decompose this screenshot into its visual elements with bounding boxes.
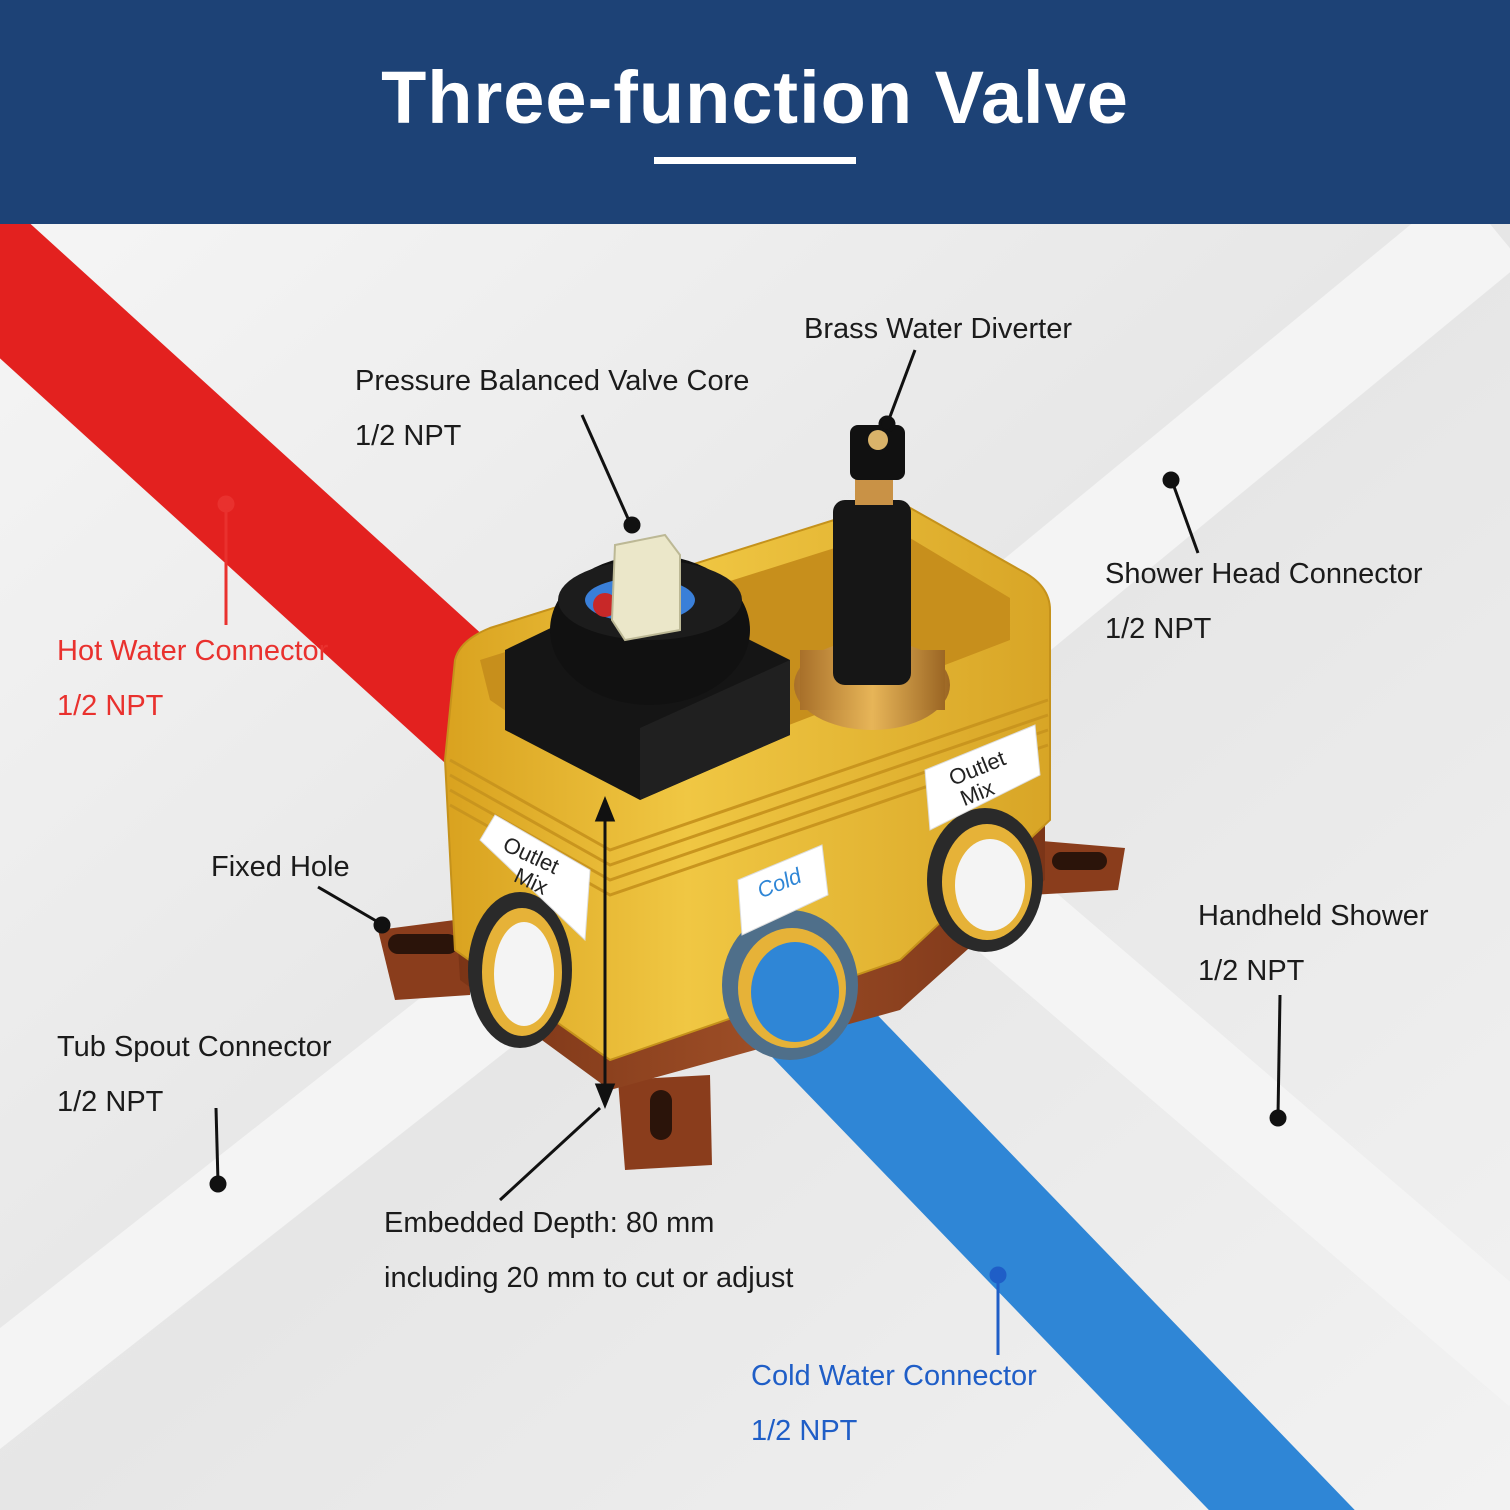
cold-water-pipe bbox=[752, 963, 1355, 1510]
depth-arrow bbox=[594, 795, 616, 1110]
cold-water-label: Cold Water Connector bbox=[751, 1360, 1037, 1392]
outlet-mix-tag-left: Outlet Mix bbox=[479, 814, 591, 942]
leader-depth bbox=[498, 1106, 602, 1202]
title-underline bbox=[654, 157, 856, 164]
port-right bbox=[927, 808, 1043, 952]
depth-label: Embedded Depth: 80 mm bbox=[384, 1207, 715, 1239]
title-banner: Three-function Valve bbox=[0, 0, 1510, 224]
valve-core-label: Pressure Balanced Valve Core bbox=[355, 365, 750, 397]
shower-head-pipe bbox=[928, 224, 1510, 699]
outlet-mix-tag-right: Outlet Mix bbox=[924, 724, 1041, 831]
leader-valve-core bbox=[580, 414, 641, 534]
hot-water-spec: 1/2 NPT bbox=[57, 690, 164, 722]
shower-head-label: Shower Head Connector bbox=[1105, 558, 1423, 590]
port-left bbox=[468, 892, 572, 1048]
page-title: Three-function Valve bbox=[381, 56, 1129, 139]
fixed-hole-label: Fixed Hole bbox=[211, 851, 350, 883]
valve-core bbox=[505, 533, 790, 800]
fixed-hole-ears bbox=[378, 840, 1125, 1170]
valve-core-spec: 1/2 NPT bbox=[355, 420, 462, 452]
valve-illustration: Outlet Mix Outlet Mix Cold bbox=[0, 224, 1510, 1510]
handheld-spec: 1/2 NPT bbox=[1198, 955, 1305, 987]
diagram-stage: Outlet Mix Outlet Mix Cold bbox=[0, 224, 1510, 1510]
leader-shower-head bbox=[1162, 471, 1200, 554]
leader-handheld bbox=[1269, 994, 1287, 1127]
tub-spout-spec: 1/2 NPT bbox=[57, 1086, 164, 1118]
leader-tub-spout bbox=[209, 1107, 227, 1193]
port-cold bbox=[722, 910, 858, 1060]
leader-brass-diverter bbox=[878, 349, 917, 433]
handheld-label: Handheld Shower bbox=[1198, 900, 1429, 932]
tub-spout-label: Tub Spout Connector bbox=[57, 1031, 332, 1063]
cold-tag: Cold bbox=[737, 844, 829, 936]
cold-water-spec: 1/2 NPT bbox=[751, 1415, 858, 1447]
brass-diverter-label: Brass Water Diverter bbox=[804, 313, 1073, 345]
handheld-shower-pipe bbox=[949, 853, 1510, 1407]
hot-water-pipe bbox=[0, 224, 561, 795]
hot-water-label: Hot Water Connector bbox=[57, 635, 329, 667]
tub-spout-pipe bbox=[0, 942, 550, 1449]
brass-diverter bbox=[794, 425, 950, 730]
leader-fixed-hole bbox=[317, 885, 391, 934]
leader-cold-water bbox=[989, 1266, 1007, 1355]
depth-note: including 20 mm to cut or adjust bbox=[384, 1262, 794, 1294]
leader-hot-water bbox=[217, 495, 235, 625]
shower-head-spec: 1/2 NPT bbox=[1105, 613, 1212, 645]
